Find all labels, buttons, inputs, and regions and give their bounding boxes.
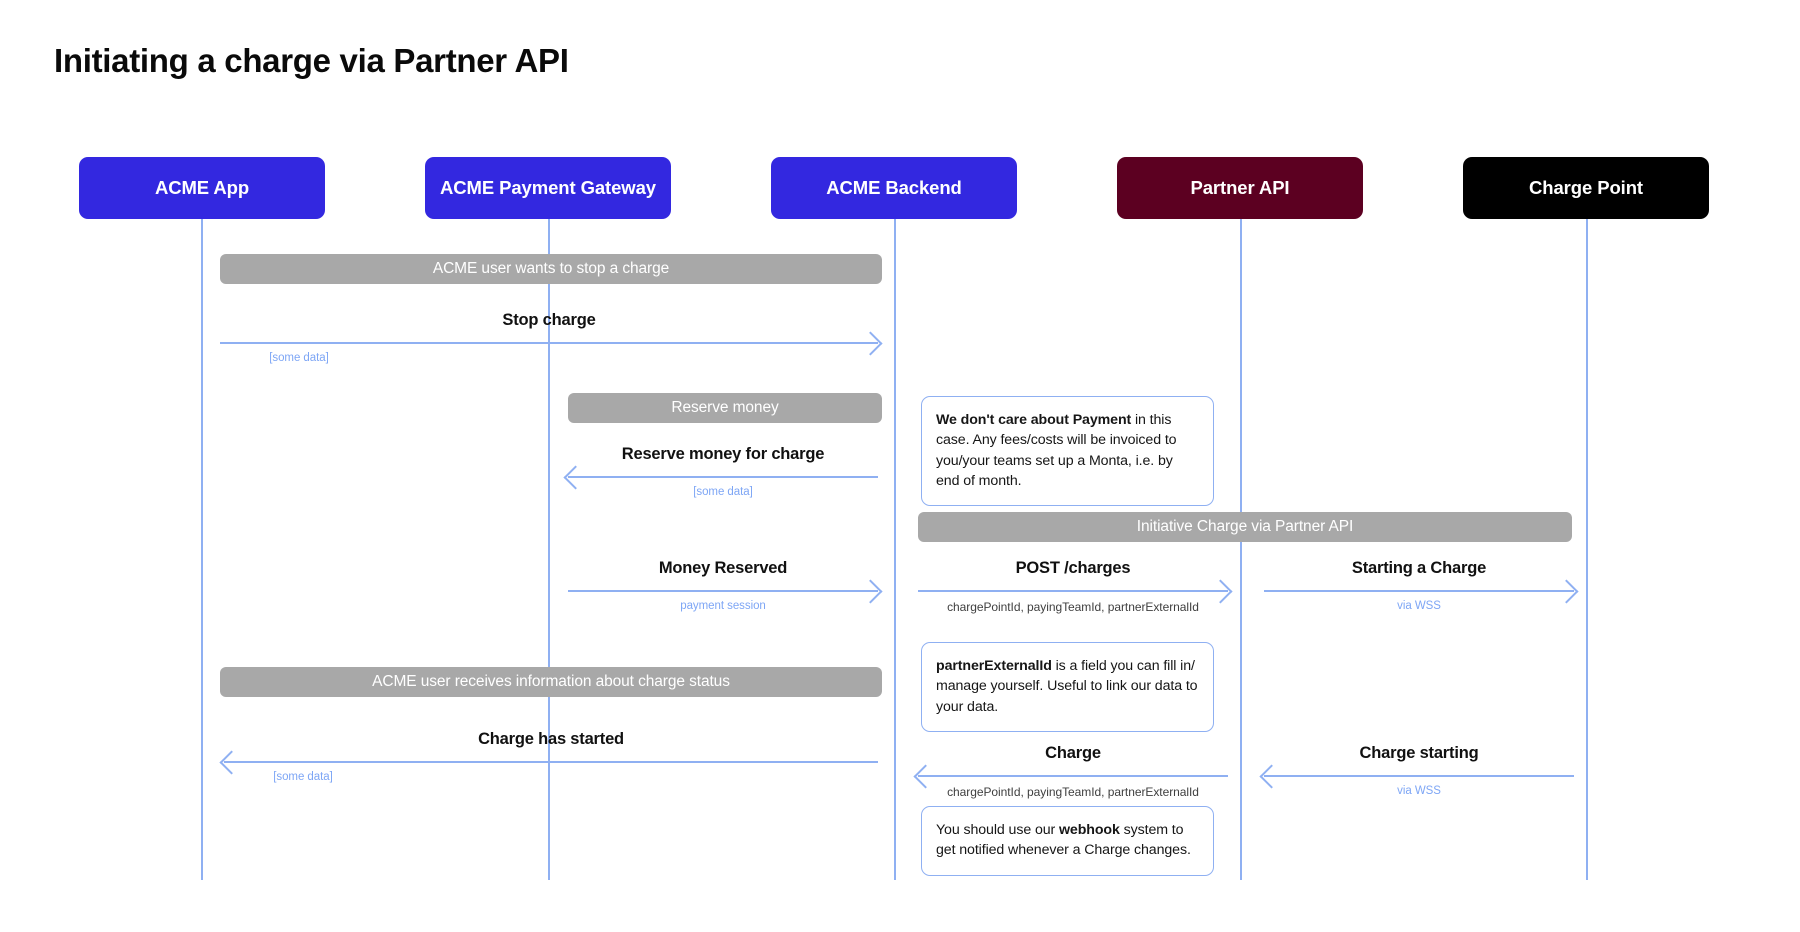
msg-sublabel: [some data] (269, 352, 329, 364)
participant-label: ACME App (154, 176, 250, 198)
note-partner-external-id: partnerExternalId is a field you can fil… (921, 642, 1214, 732)
lifeline-acme-payment-gw (548, 196, 551, 880)
msg-line (568, 589, 878, 592)
page-title: Initiating a charge via Partner API (54, 42, 569, 79)
note-payment: We don't care about Payment in this case… (921, 396, 1214, 507)
note-pre-text: You should use our (936, 822, 1059, 838)
lifeline-acme-app (201, 196, 204, 880)
msg-sublabel: payment session (680, 600, 766, 612)
note-lead-text: We don't care about Payment (936, 412, 1132, 428)
phase-label: Initiative Charge via Partner API (1136, 518, 1354, 535)
msg-line (918, 774, 1228, 777)
msg-sublabel: via WSS (1397, 600, 1441, 612)
msg-sublabel: via WSS (1397, 785, 1441, 797)
msg-line (224, 760, 878, 763)
participant-label: Charge Point (1529, 176, 1643, 198)
msg-line (1264, 589, 1574, 592)
msg-line (568, 475, 878, 478)
msg-charge-starting: Charge starting via WSS (1259, 733, 1574, 797)
participant-label: Partner API (1190, 176, 1290, 198)
note-body-text: is a field you can fill in/ manage yours… (936, 658, 1198, 715)
phase-bar-stop-charge: ACME user wants to stop a charge (220, 254, 882, 284)
msg-charge: Charge chargePointId, payingTeamId, part… (913, 733, 1228, 799)
msg-label: Stop charge (502, 311, 596, 329)
msg-sublabel: chargePointId, payingTeamId, partnerExte… (947, 600, 1199, 614)
phase-bar-reserve-money: Reserve money (568, 393, 882, 423)
phase-bar-initiative-charge: Initiative Charge via Partner API (918, 512, 1572, 542)
msg-line (918, 589, 1228, 592)
phase-label: ACME user wants to stop a charge (432, 260, 670, 277)
participant-charge-point[interactable]: Charge Point (1463, 157, 1709, 219)
phase-label: ACME user receives information about cha… (372, 673, 730, 690)
arrow-head-right-icon (858, 330, 883, 356)
note-lead-text: webhook (1059, 822, 1120, 838)
lifeline-acme-backend (894, 196, 897, 880)
msg-starting-a-charge: Starting a Charge via WSS (1264, 548, 1579, 612)
msg-label: Charge starting (1359, 744, 1479, 762)
msg-sublabel: [some data] (693, 486, 753, 498)
participant-partner-api[interactable]: Partner API (1117, 157, 1363, 219)
note-lead-text: partnerExternalId (936, 658, 1052, 674)
participant-acme-backend[interactable]: ACME Backend (771, 157, 1017, 219)
msg-stop-charge: Stop charge [some data] (220, 300, 883, 364)
msg-label: Charge has started (478, 730, 624, 748)
participant-label: ACME Backend (826, 176, 962, 198)
msg-post-charges: POST /charges chargePointId, payingTeamI… (918, 548, 1233, 614)
msg-sublabel: [some data] (273, 771, 333, 783)
participant-label: ACME Payment Gateway (440, 176, 656, 198)
msg-label: POST /charges (1015, 559, 1131, 577)
note-body-text: system to get notified whenever a Charge… (936, 822, 1191, 859)
lifeline-charge-point (1586, 196, 1589, 880)
phase-label: Reserve money (671, 399, 779, 416)
msg-reserve-money-for-charge: Reserve money for charge [some data] (563, 434, 878, 498)
msg-label: Starting a Charge (1351, 559, 1487, 577)
note-body-text: in this case. Any fees/costs will be inv… (936, 412, 1177, 489)
msg-sublabel: chargePointId, payingTeamId, partnerExte… (947, 785, 1199, 799)
msg-label: Reserve money for charge (621, 445, 825, 463)
msg-label: Money Reserved (658, 559, 788, 577)
participant-acme-payment-gateway[interactable]: ACME Payment Gateway (425, 157, 671, 219)
phase-bar-charge-status: ACME user receives information about cha… (220, 667, 882, 697)
msg-line (1264, 774, 1574, 777)
participant-acme-app[interactable]: ACME App (79, 157, 325, 219)
msg-label: Charge (1045, 744, 1101, 762)
msg-charge-has-started: Charge has started [some data] (219, 719, 878, 783)
msg-money-reserved: Money Reserved payment session (568, 548, 883, 612)
note-webhook: You should use our webhook system to get… (921, 806, 1214, 876)
msg-line (220, 341, 878, 344)
